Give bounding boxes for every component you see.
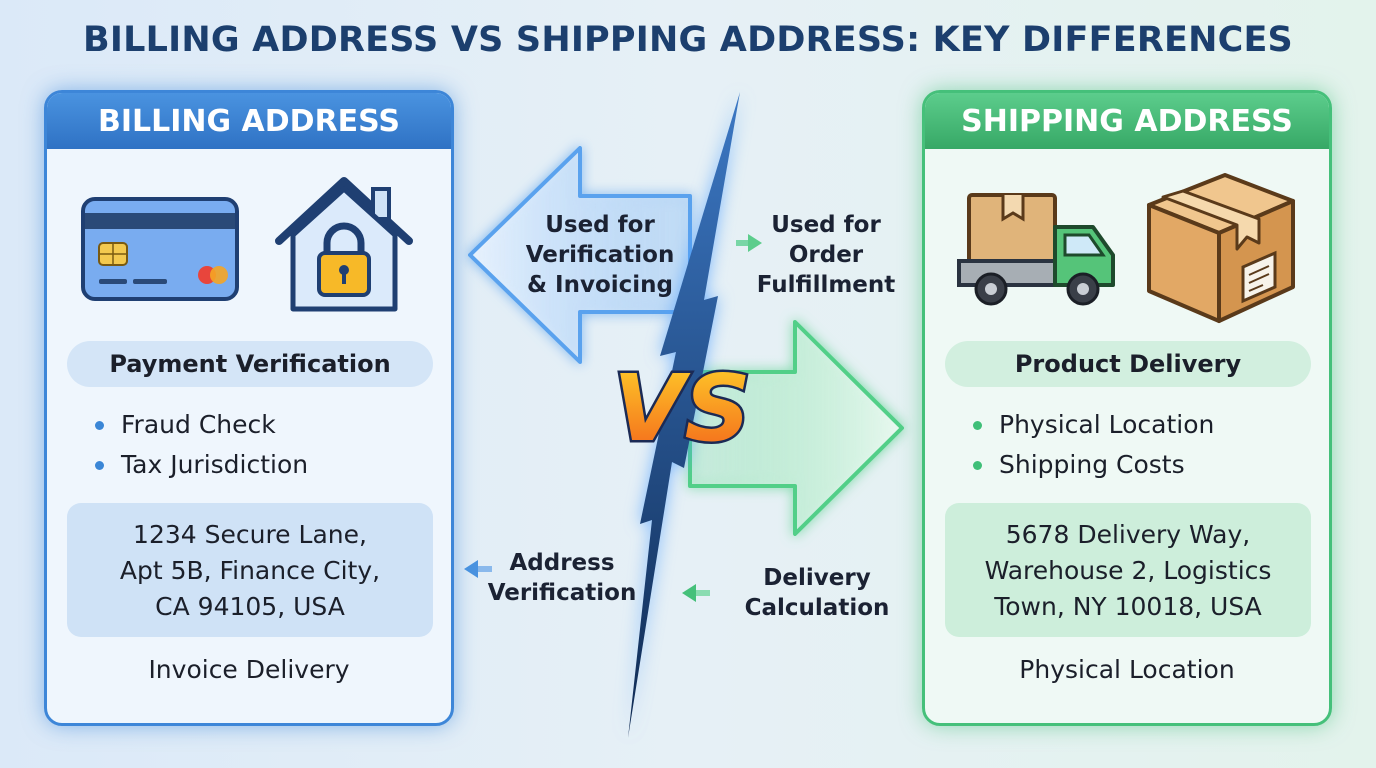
house-lock-icon (275, 177, 413, 312)
billing-bullet-list: Fraud Check Tax Jurisdiction (95, 405, 308, 485)
small-arrow-address-verification (464, 560, 492, 578)
shipping-panel-header: SHIPPING ADDRESS (925, 93, 1329, 149)
address-line: CA 94105, USA (155, 592, 345, 621)
billing-address-box: 1234 Secure Lane, Apt 5B, Finance City, … (67, 503, 433, 637)
address-line: Warehouse 2, Logistics (984, 556, 1272, 585)
shipping-footer-label: Physical Location (1019, 655, 1235, 684)
address-line: Town, NY 10018, USA (994, 592, 1262, 621)
label-address-verification: Address Verification (487, 550, 637, 606)
billing-panel-header: BILLING ADDRESS (47, 93, 451, 149)
label-order-fulfillment: Used for Order Fulfillment (756, 212, 896, 298)
list-item: Physical Location (973, 405, 1214, 445)
left-arrow-shape (468, 146, 692, 364)
credit-card-icon (81, 197, 239, 301)
shipping-purpose-pill: Product Delivery (945, 341, 1311, 387)
billing-footer-label: Invoice Delivery (148, 655, 350, 684)
lightning-divider (628, 92, 740, 738)
bullet-dot (973, 461, 982, 470)
delivery-truck-icon (957, 193, 1115, 306)
right-arrow-shape (688, 320, 904, 536)
address-line: 5678 Delivery Way, (1005, 520, 1251, 549)
bullet-dot (95, 461, 104, 470)
package-box-icon (1147, 173, 1295, 323)
address-line: 1234 Secure Lane, (133, 520, 367, 549)
shipping-address-panel: SHIPPING ADDRESS Product Delivery Physic… (922, 90, 1332, 726)
billing-address-panel: BILLING ADDRESS Payment Verification Fra… (44, 90, 454, 726)
page-title: BILLING ADDRESS VS SHIPPING ADDRESS: KEY… (83, 20, 1293, 60)
shipping-bullet-list: Physical Location Shipping Costs (973, 405, 1214, 485)
address-line: Apt 5B, Finance City, (119, 556, 381, 585)
list-item: Fraud Check (95, 405, 308, 445)
small-arrow-delivery-calculation (682, 584, 710, 602)
list-item: Shipping Costs (973, 445, 1214, 485)
shipping-address-box: 5678 Delivery Way, Warehouse 2, Logistic… (945, 503, 1311, 637)
vs-text: VS (613, 355, 750, 462)
bullet-dot (95, 421, 104, 430)
billing-purpose-pill: Payment Verification (67, 341, 433, 387)
label-verification-invoicing: Used for Verification & Invoicing (525, 212, 675, 298)
small-arrow-order-fulfillment (736, 234, 762, 252)
bullet-dot (973, 421, 982, 430)
label-delivery-calculation: Delivery Calculation (744, 565, 890, 621)
list-item: Tax Jurisdiction (95, 445, 308, 485)
